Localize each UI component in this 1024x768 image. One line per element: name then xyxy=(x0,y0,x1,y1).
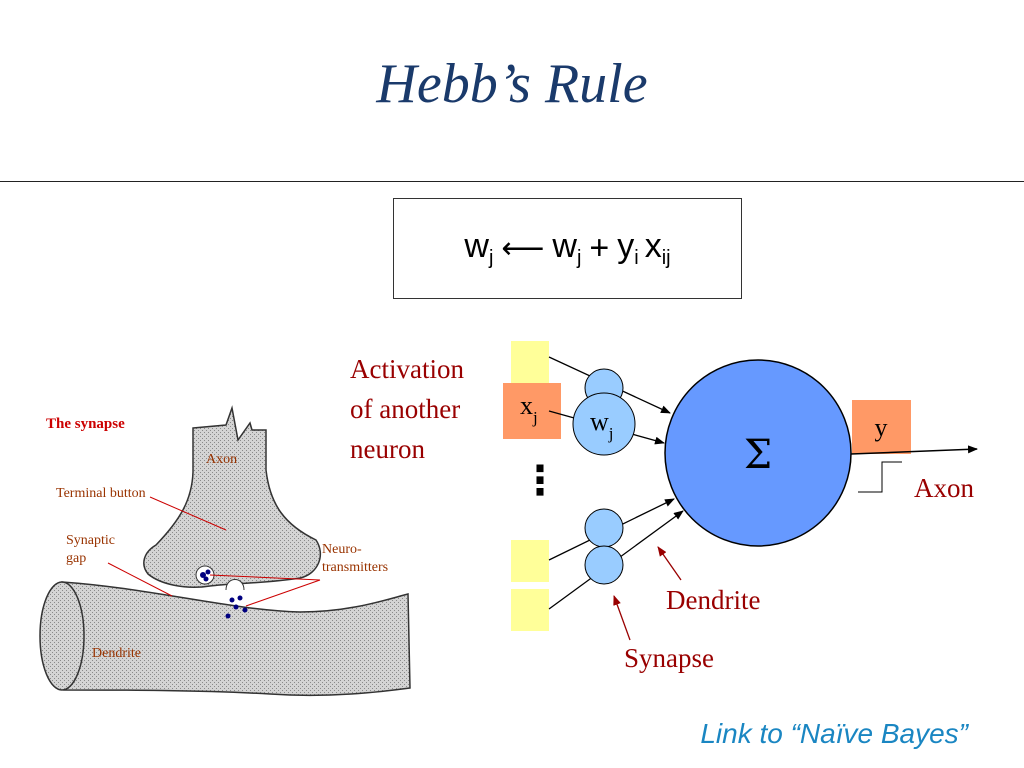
dendrite-pointer xyxy=(657,546,682,581)
dendrite-tube-end xyxy=(39,581,85,691)
neurotransmitter-dot xyxy=(205,569,211,575)
neurotransmitter-dot xyxy=(200,572,206,578)
neurotransmitter-dot xyxy=(203,576,209,582)
neurotransmitter-dot xyxy=(237,595,243,601)
dendrite-tube xyxy=(61,581,411,697)
dendrite-label: Dendrite xyxy=(666,585,760,615)
neurotransmitter-dot xyxy=(225,613,231,619)
formula-lhs: wj xyxy=(464,227,493,270)
synapse-axon-label: Axon xyxy=(206,452,237,467)
synapse-circle xyxy=(584,545,624,585)
synapse-title: The synapse xyxy=(46,416,125,432)
formula-plus: + xyxy=(589,229,610,267)
neurotransmitter-dot xyxy=(229,597,235,603)
neurotransmitter-dot xyxy=(233,604,239,610)
formula-var: w xyxy=(464,227,489,265)
formula-rhs-y: yi xyxy=(617,227,638,270)
release-pocket xyxy=(225,579,245,591)
output-box xyxy=(852,400,911,454)
activation-label-1: Activation xyxy=(350,354,464,384)
synapse-pointer xyxy=(613,595,631,641)
formula-sub: ij xyxy=(661,247,671,269)
title-divider xyxy=(0,181,1024,182)
ellipsis: ⋮ xyxy=(520,458,560,504)
formula-rhs-w: wj xyxy=(552,227,581,270)
formula-var: y xyxy=(617,227,635,265)
activation-label-3: neuron xyxy=(350,434,425,464)
slide-title: Hebb’s Rule xyxy=(376,53,648,115)
synapse-circle-wj xyxy=(572,392,636,456)
naive-bayes-link[interactable]: Link to “Naïve Bayes” xyxy=(700,718,968,749)
neurotransmitters-label-2: transmitters xyxy=(322,560,388,575)
activation-label-2: of another xyxy=(350,394,460,424)
input-box xyxy=(511,540,549,582)
left-arrow-icon: ⟵ xyxy=(501,231,545,266)
synaptic-gap-label-2: gap xyxy=(66,551,86,566)
formula-sub: j xyxy=(488,247,494,269)
synapse-circle xyxy=(584,508,624,548)
input-box xyxy=(511,341,549,383)
formula-sub: i xyxy=(634,247,639,269)
synapse-dendrite-label: Dendrite xyxy=(92,646,141,661)
formula-var: x xyxy=(644,227,662,265)
output-y-label: y xyxy=(875,413,888,442)
soma-circle xyxy=(664,359,852,547)
sigma-symbol: Σ xyxy=(744,432,772,478)
output-arrow xyxy=(850,445,978,455)
axon-bracket xyxy=(858,461,902,493)
synaptic-gap-label-1: Synaptic xyxy=(66,533,115,548)
axon-terminal xyxy=(143,405,321,589)
leader-terminal-button xyxy=(149,496,227,531)
hebb-formula-box: wj ⟵ wj + yi xij xyxy=(393,198,742,299)
formula-rhs-x: xij xyxy=(645,227,671,270)
axon-label: Axon xyxy=(914,473,974,503)
leader-neurotransmitter-1 xyxy=(209,574,321,581)
formula-sub: j xyxy=(576,247,582,269)
neuron-diagram: Activation of another neuron xj ⋮ wj Σ y… xyxy=(350,341,978,673)
weight-wj-label: wj xyxy=(590,407,614,443)
input-xj-label: xj xyxy=(520,391,538,427)
neurotransmitter-dot xyxy=(242,607,248,613)
leader-neurotransmitter-2 xyxy=(245,579,321,607)
synapse-illustration: The synapse Axon Terminal button Synapti… xyxy=(39,405,411,697)
synapse-label: Synapse xyxy=(624,643,714,673)
leader-synaptic-gap xyxy=(107,562,173,597)
input-box xyxy=(511,589,549,631)
terminal-button-label: Terminal button xyxy=(56,486,146,501)
neurotransmitters-label-1: Neuro- xyxy=(322,542,362,557)
formula-var: w xyxy=(552,227,577,265)
